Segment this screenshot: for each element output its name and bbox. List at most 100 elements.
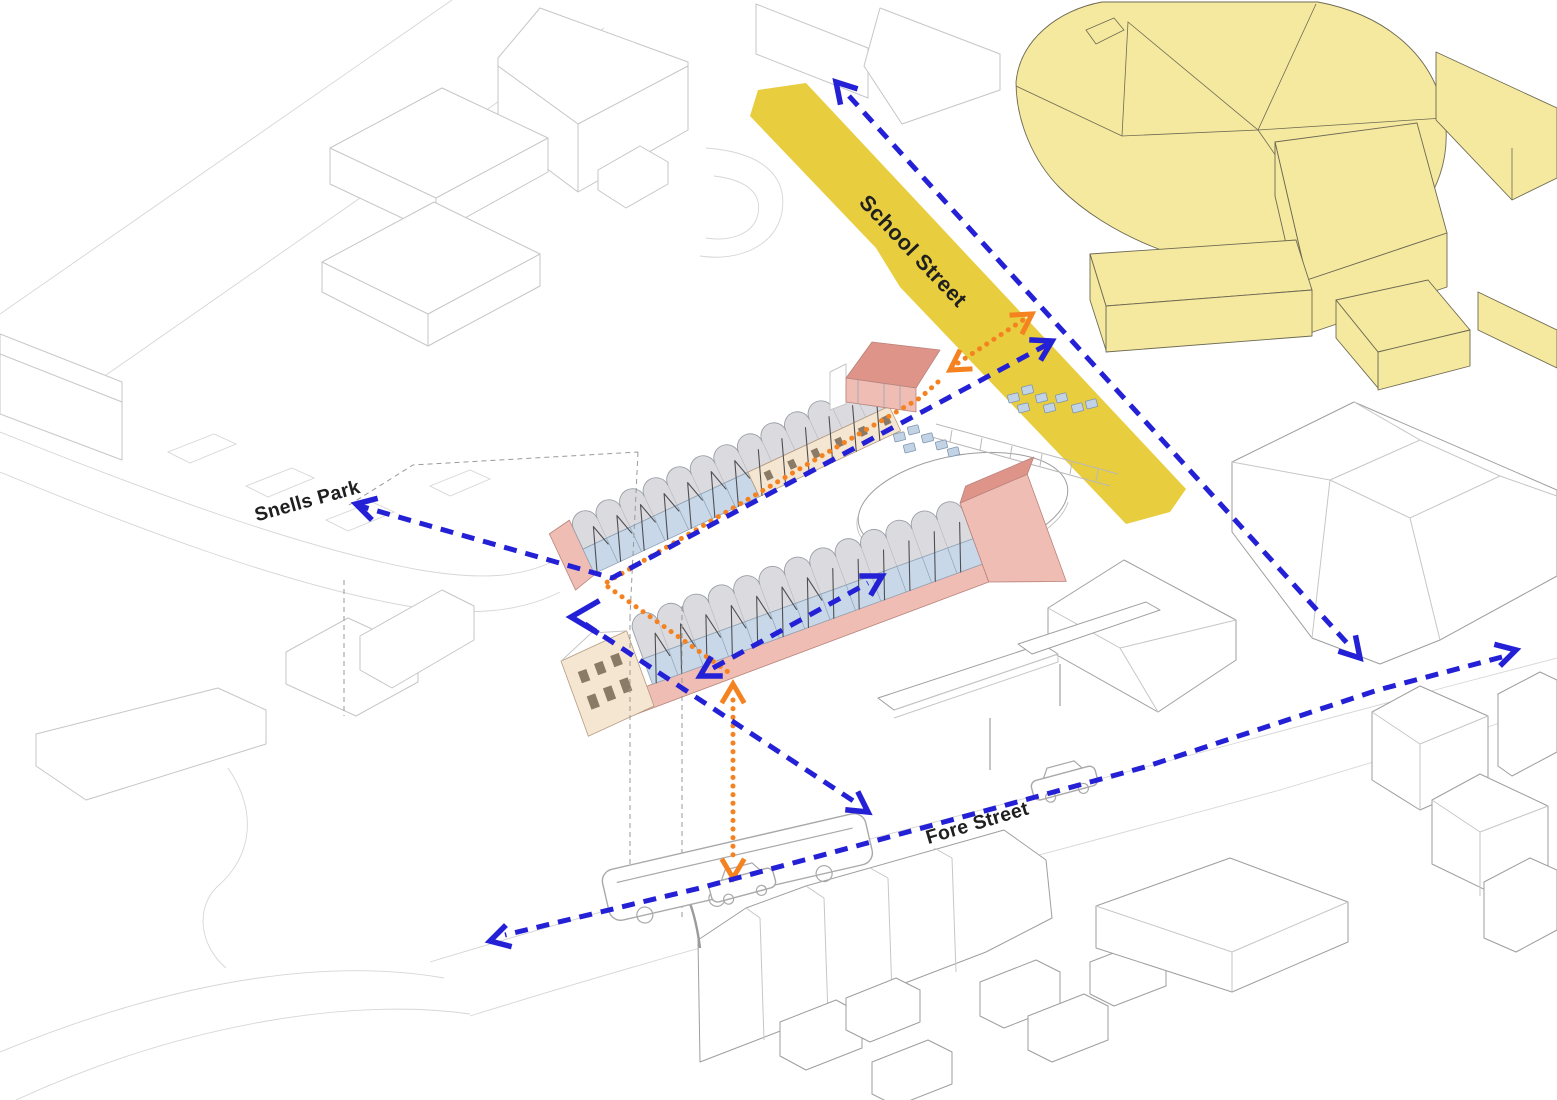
car-wheel [1077, 782, 1090, 794]
orange-site-edge-route [599, 379, 941, 677]
context-building-roofline [0, 353, 123, 403]
blue-arrowhead [859, 573, 887, 597]
context-house-roofline [1431, 799, 1549, 896]
site-to-fore-street-route [583, 621, 860, 807]
canopy-post [989, 664, 1061, 770]
context-house [1483, 857, 1557, 953]
context-building [321, 201, 541, 347]
car-cabin [1042, 760, 1083, 779]
car-wheel [755, 884, 768, 896]
road-line [0, 970, 471, 1100]
furniture-item [920, 432, 934, 444]
orange-arrowhead-southwest [945, 348, 973, 373]
context-courtyard-building [1231, 401, 1557, 665]
context-building [329, 87, 549, 235]
furniture-item [1006, 392, 1020, 404]
context-building [359, 589, 475, 689]
blue-arrowhead [844, 790, 873, 816]
school-street-band [750, 83, 1186, 524]
north-pink-window-lines [857, 380, 901, 409]
canopy-edge [893, 653, 1059, 719]
upper-row-mullions [606, 483, 737, 563]
blue-route-layer [350, 77, 1522, 950]
furniture-item [902, 442, 916, 454]
blue-arrowhead [695, 655, 723, 679]
boundary-line [348, 451, 639, 617]
furniture-item [1084, 398, 1098, 410]
car-wheel [723, 893, 735, 905]
school-street-route [847, 94, 1349, 645]
context-outbuilding [779, 999, 863, 1071]
furniture-item [934, 439, 948, 451]
context-house [1497, 671, 1557, 777]
blue-arrowhead [832, 77, 859, 106]
furniture-item [946, 446, 960, 458]
furniture-item [1020, 384, 1034, 396]
field-boundary [202, 767, 248, 969]
snells-park-road-edge [0, 431, 561, 613]
upper-row-windows [763, 414, 892, 481]
blue-arrowhead [1029, 337, 1057, 362]
lower-arcade-route [711, 580, 870, 671]
north-pink-front [845, 377, 917, 413]
context-building [35, 687, 267, 801]
blue-arrowhead [1337, 634, 1364, 663]
lower-row-end-house-windows [577, 652, 633, 710]
context-building-roofline [321, 253, 541, 346]
upper-row-pergola-struts [592, 394, 881, 573]
canopy-slab [1017, 601, 1161, 655]
blue-arrowhead [1493, 641, 1522, 668]
context-building-roofline [1095, 901, 1349, 992]
lower-row-end-house-roof [560, 630, 627, 662]
context-terrace-row [697, 829, 1053, 1063]
bus-wheel [815, 865, 833, 883]
context-building-roofline [497, 65, 689, 192]
orange-arrowhead-northeast [1009, 311, 1037, 336]
context-outbuilding [845, 977, 921, 1043]
furniture-item [1054, 392, 1068, 404]
context-terrace-divisions [745, 847, 957, 1041]
context-courtyard-roofline [1231, 401, 1557, 641]
lower-row-bay-divisions [658, 519, 948, 650]
snells-park-label: Snells Park [252, 476, 362, 526]
furniture-item [1042, 402, 1056, 414]
north-pink-building [829, 341, 941, 413]
school-annex-end [1335, 299, 1379, 389]
upper-row-bay-divisions [596, 397, 866, 539]
context-outbuilding [1027, 993, 1109, 1063]
lower-row-end-house [560, 630, 655, 737]
planting-loop [699, 147, 784, 258]
fore-street-route [504, 654, 1503, 938]
school-building-group [1015, 1, 1557, 391]
school-street-band-group [750, 83, 1186, 524]
blue-arrowhead [565, 598, 601, 636]
car-body [1030, 765, 1099, 801]
lower-terrace-row [560, 456, 1067, 737]
grey-sliver-building [829, 363, 847, 411]
lower-row-north-block [959, 473, 1067, 583]
context-building [1095, 857, 1349, 993]
context-building [0, 333, 123, 461]
blue-arrowhead [484, 923, 513, 950]
orange-route-layer [599, 311, 1037, 883]
context-building [755, 3, 869, 99]
site-spine-route [359, 341, 1050, 581]
furniture-item [892, 431, 906, 443]
upper-terrace-row [548, 378, 902, 591]
parking-bay [166, 433, 492, 532]
furniture-item [1034, 392, 1048, 404]
blue-arrowhead [350, 495, 379, 522]
context-house-roofline [1371, 711, 1489, 810]
furniture-item [1070, 402, 1084, 414]
development-site [548, 341, 1119, 737]
context-building [863, 7, 1001, 125]
outdoor-furniture [892, 384, 1098, 458]
orange-arrowhead-up [719, 679, 747, 705]
lower-row-pergola-struts [654, 521, 962, 684]
context-outbuilding [871, 1039, 953, 1100]
school-wing-right [1435, 51, 1557, 201]
school-bar-end [1089, 253, 1107, 351]
